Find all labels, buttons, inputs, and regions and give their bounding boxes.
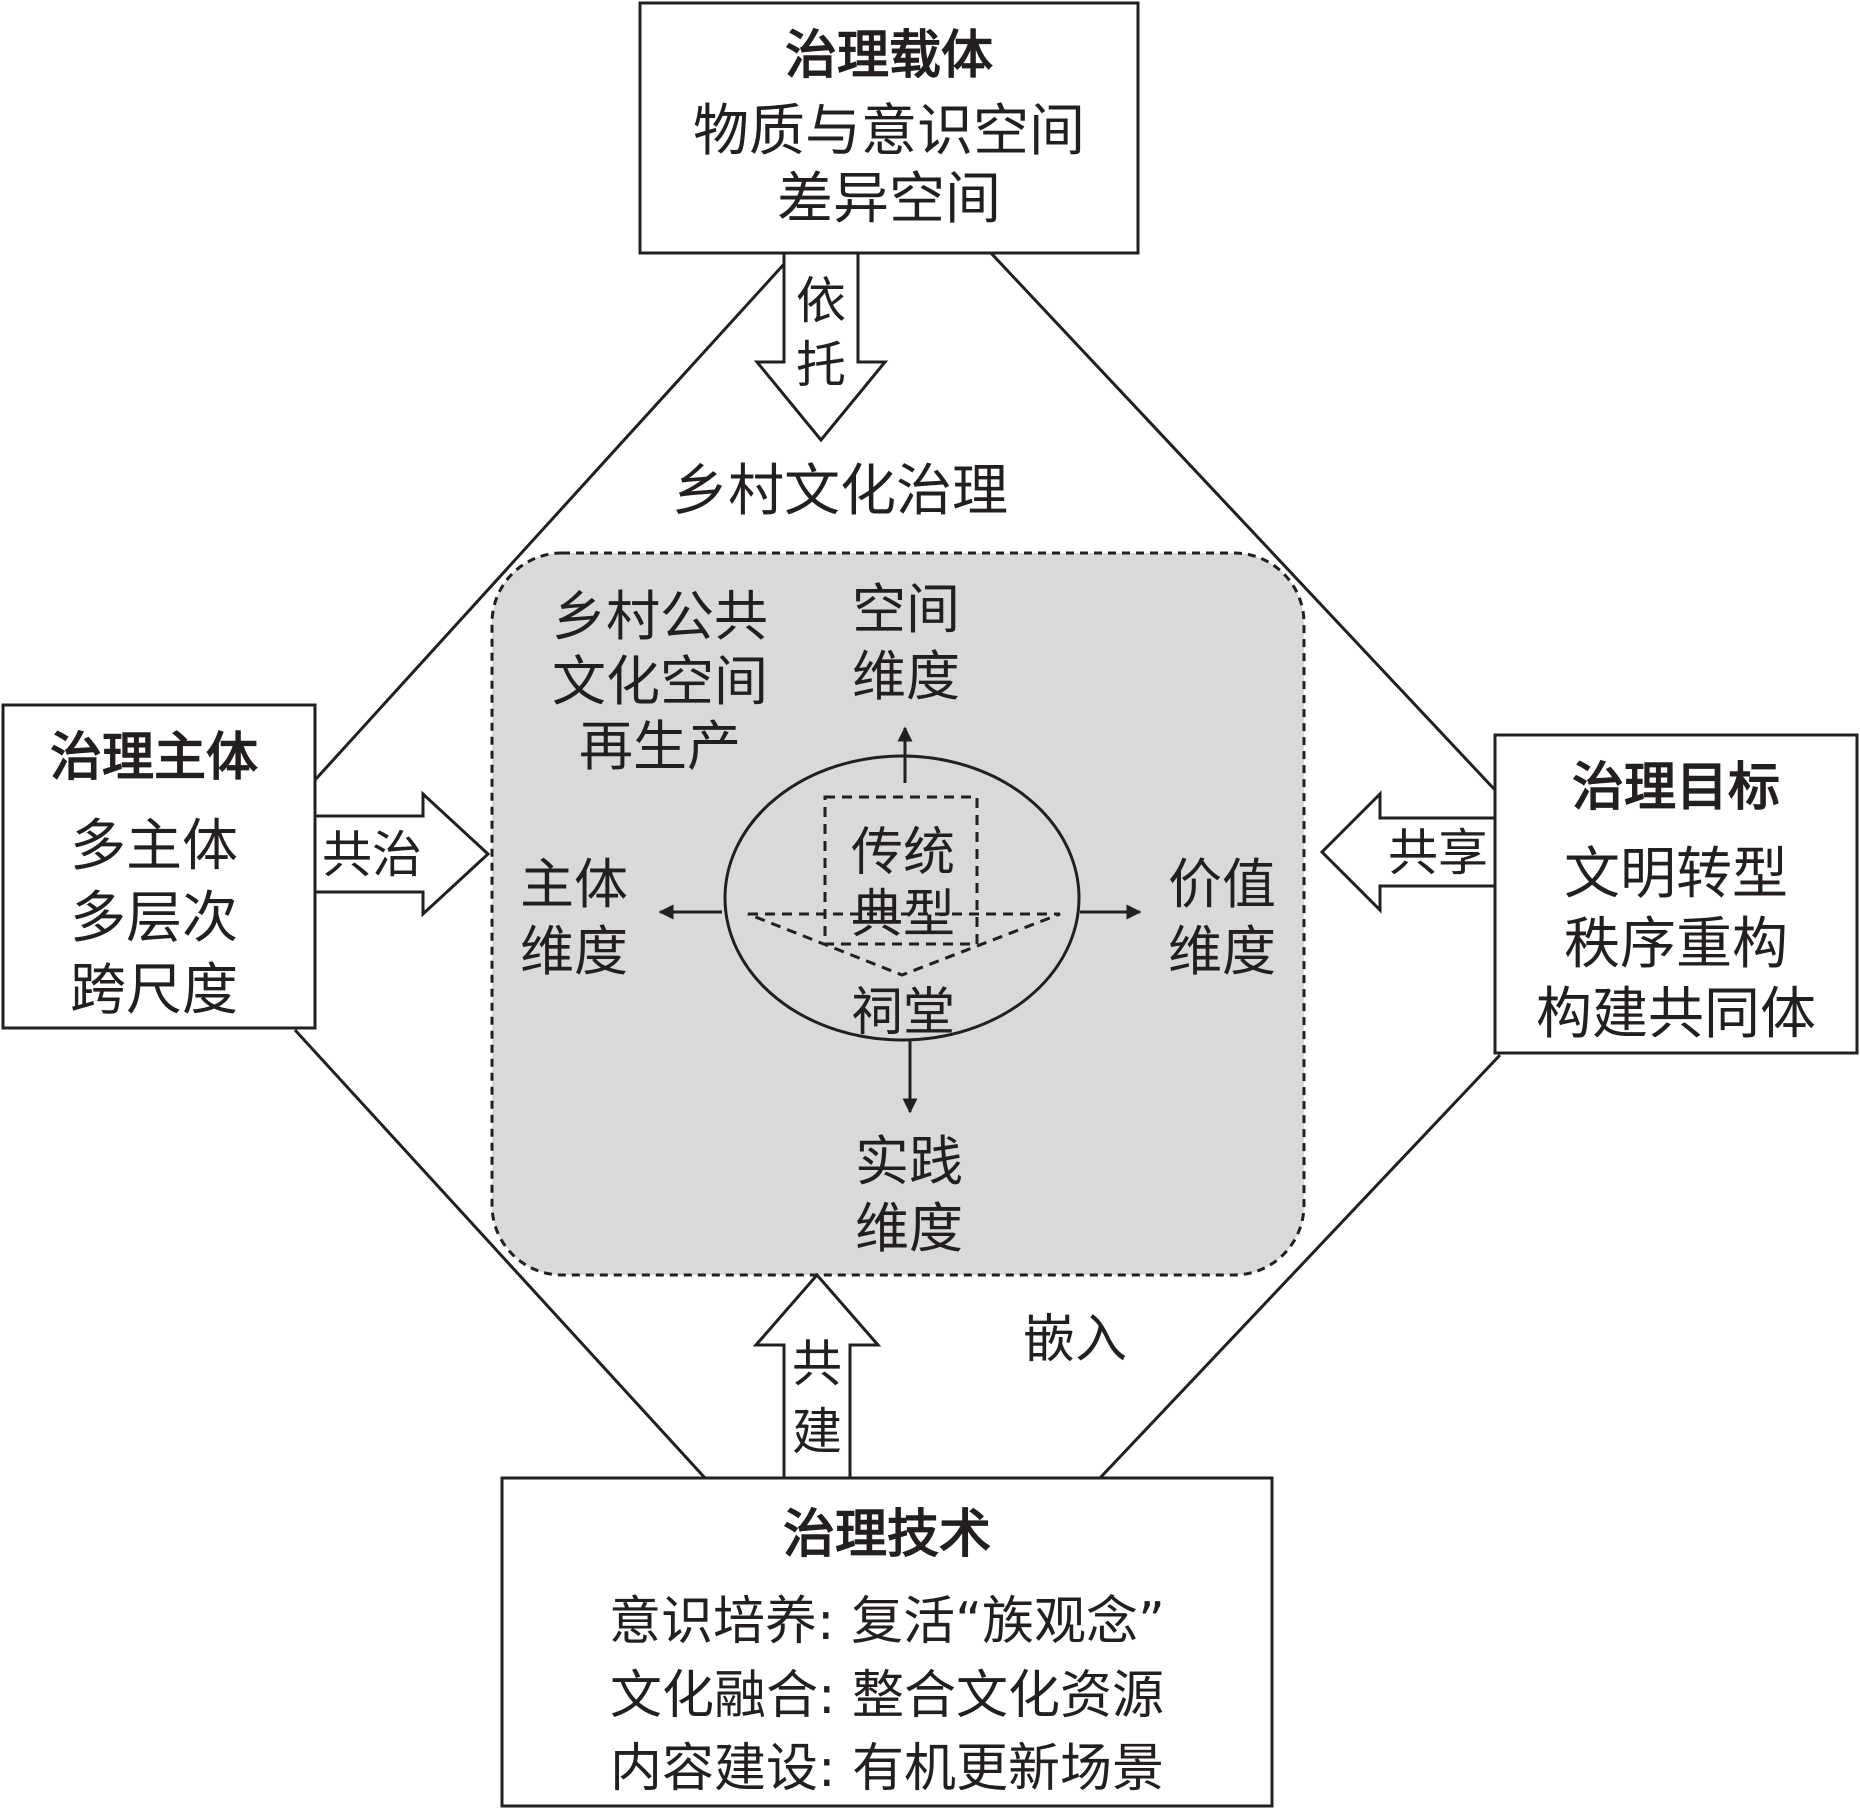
arrow-cobuild-char: 建 <box>792 1403 842 1461</box>
line-top-right <box>988 250 1497 792</box>
top-box-line: 差异空间 <box>777 167 1001 232</box>
left-box-title: 治理主体 <box>50 728 258 788</box>
arrow-rely-char: 托 <box>796 336 846 394</box>
right-box-line: 秩序重构 <box>1564 912 1788 977</box>
left-box-line: 多主体 <box>70 814 238 879</box>
left-box-line: 多层次 <box>70 886 238 951</box>
practice-dimension: 实践 <box>855 1130 963 1193</box>
top-box-line: 物质与意识空间 <box>693 99 1085 164</box>
arrow-cogovern-label: 共治 <box>322 826 422 884</box>
subject-dimension: 主体 <box>520 853 628 916</box>
value-dimension: 价值 <box>1168 853 1276 916</box>
arrow-rely-down <box>753 251 889 443</box>
line-bottom-right <box>1098 1053 1502 1480</box>
arrow-cobuild-up <box>752 1272 882 1480</box>
bottom-box: 治理技术 意识培养: 复活“族观念” 文化融合: 整合文化资源 内容建设: 有机… <box>500 1476 1274 1808</box>
arrow-rely-char: 依 <box>796 272 846 330</box>
core-label: 传统 <box>851 823 955 883</box>
core-label: 典型 <box>851 885 955 945</box>
bottom-box-line: 文化融合: 整合文化资源 <box>610 1666 1164 1726</box>
core-dashed-divider <box>747 912 1061 977</box>
core-ancestral-hall: 祠堂 <box>851 983 955 1043</box>
top-box: 治理载体 物质与意识空间 差异空间 <box>638 1 1140 255</box>
arrow-cogovern-right <box>313 790 491 918</box>
embed-label: 嵌入 <box>1023 1310 1127 1370</box>
practice-dimension: 维度 <box>855 1197 963 1260</box>
center-title: 乡村文化治理 <box>672 459 1008 524</box>
value-dimension: 维度 <box>1168 920 1276 983</box>
reproduction-line: 文化空间 <box>552 650 768 713</box>
core-dashed-frame <box>823 795 979 946</box>
space-dimension: 维度 <box>852 645 960 708</box>
right-box: 治理目标 文明转型 秩序重构 构建共同体 <box>1493 733 1859 1055</box>
line-top-left <box>313 250 797 782</box>
bottom-box-line: 意识培养: 复活“族观念” <box>609 1592 1165 1652</box>
bottom-box-title: 治理技术 <box>783 1505 991 1565</box>
connector-lines <box>293 250 1502 1480</box>
core-panel <box>490 551 1306 1277</box>
arrow-share-label: 共享 <box>1388 824 1488 882</box>
right-box-title: 治理目标 <box>1572 758 1780 818</box>
arrow-share-left <box>1319 790 1497 914</box>
core-ellipse <box>723 754 1081 1042</box>
left-box-line: 跨尺度 <box>70 958 238 1023</box>
arrow-cobuild-char: 共 <box>792 1335 842 1393</box>
space-dimension: 空间 <box>852 578 960 641</box>
right-box-line: 文明转型 <box>1564 842 1788 907</box>
top-box-title: 治理载体 <box>785 26 993 86</box>
reproduction-line: 乡村公共 <box>552 585 768 648</box>
reproduction-line: 再生产 <box>579 715 741 778</box>
line-bottom-left <box>293 1028 707 1480</box>
right-box-line: 构建共同体 <box>1536 982 1816 1047</box>
bottom-box-line: 内容建设: 有机更新场景 <box>610 1739 1164 1799</box>
left-box: 治理主体 多主体 多层次 跨尺度 <box>1 703 317 1030</box>
subject-dimension: 维度 <box>520 920 628 983</box>
